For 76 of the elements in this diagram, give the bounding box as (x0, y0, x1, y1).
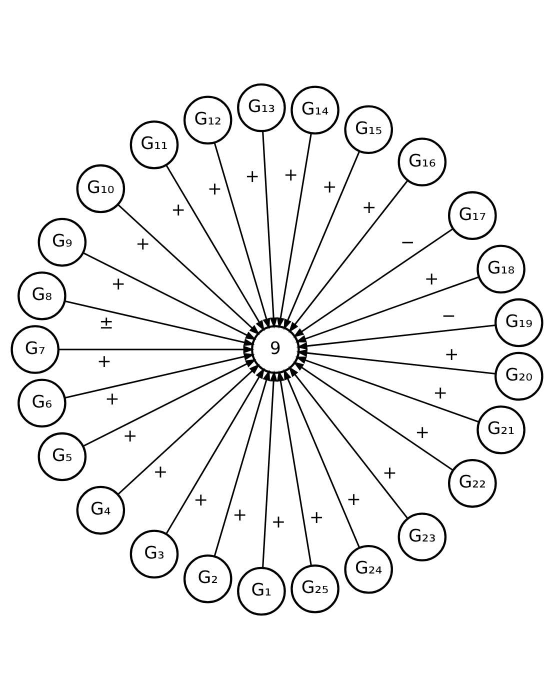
node-circle: G₆ (18, 378, 66, 427)
edge-label: + (415, 422, 430, 442)
edge-label: − (441, 306, 456, 326)
arrow (166, 164, 265, 331)
edge-label: + (309, 507, 324, 528)
node-circle: 9 (251, 324, 300, 374)
arrow (214, 369, 270, 556)
arrow (276, 132, 312, 328)
edge-label: + (322, 176, 337, 197)
node-circle: G₇ (10, 324, 60, 374)
edge-label: + (171, 200, 186, 220)
edge-label: + (232, 505, 248, 526)
node-circle: G₂₅ (290, 564, 340, 613)
edge-label: + (245, 166, 260, 186)
edge-label: − (400, 232, 415, 253)
arrow (284, 368, 360, 548)
arrow (118, 204, 260, 335)
arrow (288, 366, 408, 518)
arrow (83, 358, 256, 446)
edge-label: + (444, 344, 459, 365)
edge-label: + (424, 268, 439, 289)
arrow (118, 363, 260, 494)
edge-label: + (382, 463, 397, 484)
node-circle: G₂₂ (448, 458, 497, 508)
node-circle: G₅ (38, 432, 87, 481)
node-circle: G₃ (130, 529, 179, 578)
edge-label: + (362, 197, 376, 218)
arrow (262, 370, 278, 568)
edge-label: + (208, 178, 222, 199)
arrow (64, 300, 255, 346)
arrow (295, 356, 480, 422)
edge-label: + (346, 490, 361, 510)
edge-label: + (104, 389, 120, 410)
edge-label: + (153, 462, 168, 482)
node-circle: G₁₇ (448, 190, 497, 240)
edge-label: + (271, 512, 286, 532)
arrow (83, 252, 256, 340)
edge-label: ± (99, 312, 114, 333)
arrow (262, 130, 278, 328)
node-circle: G₂₁ (476, 404, 526, 454)
node-circle: G₁₄ (290, 85, 340, 134)
arrow (296, 324, 496, 350)
node-circle: G₁₉ (494, 298, 544, 347)
arrow (276, 370, 312, 566)
node-circle: G₈ (18, 271, 66, 320)
node-circle: G₂₀ (494, 351, 544, 400)
arrow (293, 360, 454, 470)
arrow (288, 180, 408, 332)
arrow (284, 150, 360, 330)
node-circle: G₂ (183, 554, 232, 603)
edge-label: + (284, 165, 298, 186)
arrow (166, 367, 265, 534)
node-circle: G₁ (237, 566, 286, 616)
arrow (293, 228, 454, 338)
edge-label: + (111, 274, 126, 294)
edge-label: + (122, 426, 138, 446)
edge-label: + (194, 490, 208, 510)
arrow (295, 276, 480, 342)
arrow (296, 348, 496, 374)
arrow (58, 345, 254, 353)
node-circle: G₁₅ (344, 104, 393, 154)
node-circle: G₂₄ (344, 544, 393, 594)
node-circle: G₁₂ (183, 95, 232, 144)
node-circle: G₁₆ (398, 137, 447, 186)
node-circle: G₁₃ (237, 82, 286, 132)
node-circle: G₂₃ (398, 512, 447, 561)
edge-label: + (433, 383, 448, 404)
node-circle: G₉ (38, 217, 87, 266)
arrow (64, 352, 255, 398)
edge-label: + (97, 351, 112, 372)
node-circle: G₁₈ (476, 244, 526, 294)
node-circle: G₁₁ (130, 120, 179, 169)
node-circle: G₁₀ (76, 164, 126, 213)
edge-label: + (136, 234, 150, 254)
arrow (214, 142, 270, 329)
node-circle: G₄ (76, 485, 126, 534)
